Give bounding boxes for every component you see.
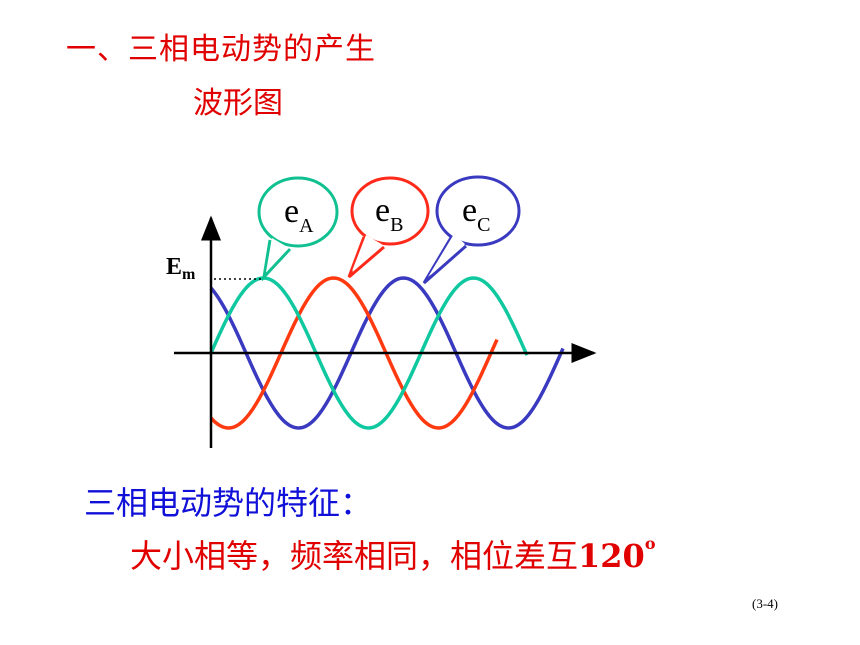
page-number: (3-4) <box>752 596 778 611</box>
svg-text:eC: eC <box>462 192 490 236</box>
three-phase-waveform-diagram: Em eA eB eC <box>166 175 597 448</box>
page-title: 一、三相电动势的产生 <box>66 32 376 67</box>
page-subtitle: 波形图 <box>193 86 283 121</box>
callout-ea: eA <box>257 176 339 282</box>
degree-symbol: o <box>644 534 656 553</box>
waveform-ec <box>209 276 565 430</box>
svg-text:eB: eB <box>375 192 403 236</box>
amplitude-label: Em <box>166 254 196 283</box>
features-heading: 三相电动势的特征： <box>84 484 373 522</box>
features-detail-text: 大小相等，频率相同，相位差互 <box>130 537 579 575</box>
svg-text:eA: eA <box>284 193 314 237</box>
phase-difference-value: 120 <box>578 537 645 575</box>
callout-ec: eC <box>422 175 521 285</box>
callout-eb: eB <box>347 176 430 279</box>
features-detail: 大小相等，频率相同，相位差互120o <box>130 531 655 577</box>
waveform-eb <box>209 276 499 430</box>
